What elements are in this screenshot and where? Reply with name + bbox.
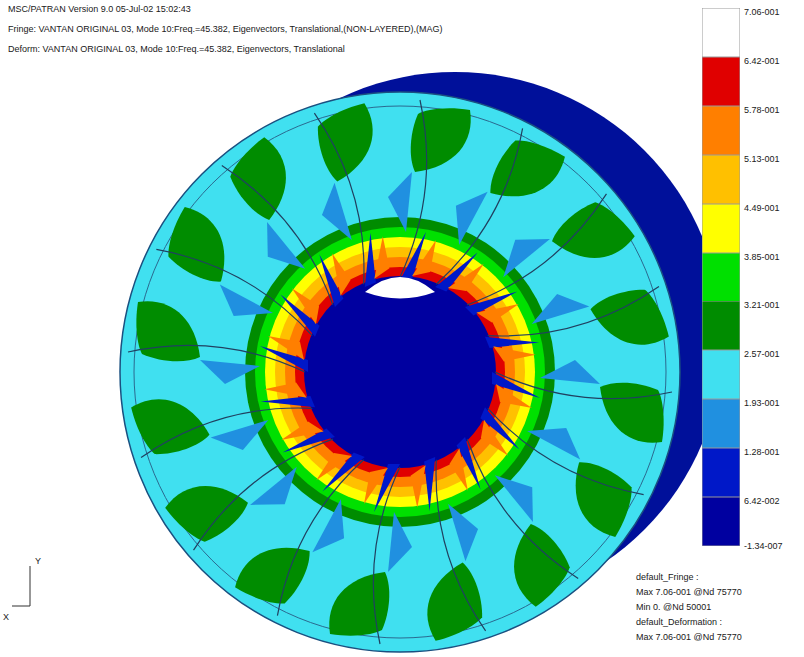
legend-value: 7.06-001 xyxy=(744,7,780,18)
legend-value: 1.28-001 xyxy=(744,447,780,458)
legend-swatch xyxy=(702,155,740,204)
legend-swatch xyxy=(702,497,740,546)
header-text: Fringe: VANTAN ORIGINAL 03, Mode 10:Freq… xyxy=(6,24,445,35)
legend-swatch xyxy=(702,253,740,302)
legend-swatch xyxy=(702,399,740,448)
result-note: Max 7.06-001 @Nd 75770 xyxy=(636,632,742,643)
legend-swatch xyxy=(702,106,740,155)
legend-value: 3.21-001 xyxy=(744,300,780,311)
result-note: default_Deformation : xyxy=(636,617,722,628)
legend-value: 6.42-002 xyxy=(744,496,780,507)
legend-value: 6.42-001 xyxy=(744,56,780,67)
legend-swatch xyxy=(702,8,740,57)
axis-label: Y xyxy=(35,556,41,567)
legend-value: -1.34-007 xyxy=(744,541,783,552)
legend-swatch xyxy=(702,448,740,497)
legend-swatch xyxy=(702,204,740,253)
legend-swatch xyxy=(702,57,740,106)
legend-value: 3.85-001 xyxy=(744,252,780,263)
legend-value: 2.57-001 xyxy=(744,349,780,360)
legend-value: 4.49-001 xyxy=(744,203,780,214)
legend-value: 1.93-001 xyxy=(744,398,780,409)
result-note: Min 0. @Nd 50001 xyxy=(636,602,711,613)
result-note: Max 7.06-001 @Nd 75770 xyxy=(636,587,742,598)
legend-swatch xyxy=(702,301,740,350)
legend-value: 5.78-001 xyxy=(744,105,780,116)
legend-value: 5.13-001 xyxy=(744,154,780,165)
legend-swatch xyxy=(702,350,740,399)
axis-label: X xyxy=(3,612,9,623)
header-text: Deform: VANTAN ORIGINAL 03, Mode 10:Freq… xyxy=(6,44,347,55)
result-note: default_Fringe : xyxy=(636,572,699,583)
header-text: MSC/PATRAN Version 9.0 05-Jul-02 15:02:4… xyxy=(6,4,193,15)
